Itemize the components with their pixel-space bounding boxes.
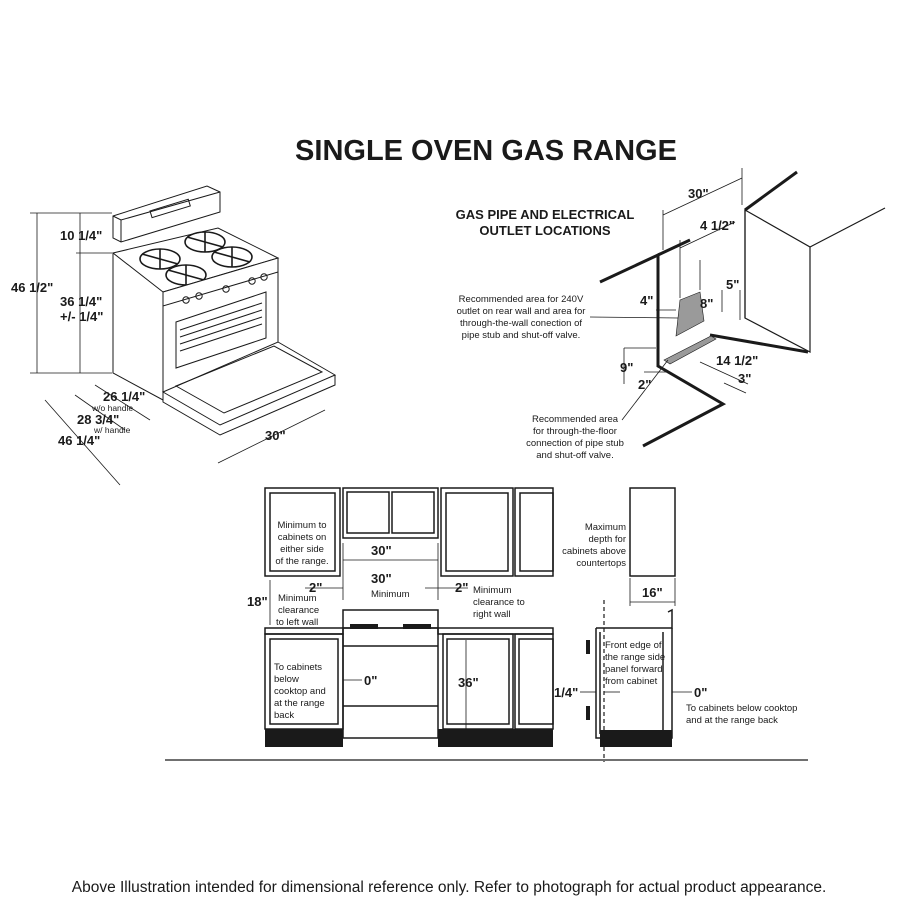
range-dimension-lines (30, 212, 326, 486)
svg-text:for through-the-floor: for through-the-floor (533, 426, 617, 437)
note-left-wall: Minimum clearance to left wall (276, 593, 319, 628)
gas-pipe-title-line2: OUTLET LOCATIONS (479, 223, 611, 238)
note-max-depth: Maximum depth for cabinets above counter… (562, 522, 626, 569)
dim-right-2: 2" (455, 580, 468, 595)
label-wo-handle: w/o handle (91, 403, 133, 413)
svg-text:and at the range back: and at the range back (686, 715, 778, 726)
dim-cooktop-height: 36 1/4" (60, 294, 102, 309)
gas-dim-9: 9" (620, 360, 633, 375)
gas-pipe-title-line1: GAS PIPE AND ELECTRICAL (456, 207, 635, 222)
svg-text:panel forward: panel forward (605, 664, 663, 675)
note-front-edge: Front edge of the range side panel forwa… (605, 640, 665, 687)
svg-text:To cabinets below cooktop: To cabinets below cooktop (686, 703, 797, 714)
note-cabinets-below-side: To cabinets below cooktop and at the ran… (686, 703, 797, 726)
dim-upper-30: 30" (371, 543, 392, 558)
svg-text:clearance: clearance (278, 605, 319, 616)
svg-text:the range side: the range side (605, 652, 665, 663)
gas-dim-3: 3" (738, 371, 751, 386)
svg-text:back: back (274, 710, 294, 721)
svg-text:of the range.: of the range. (275, 556, 328, 567)
gas-dim-30: 30" (688, 186, 709, 201)
svg-text:Front edge of: Front edge of (605, 640, 662, 651)
dim-range-width: 30" (265, 428, 286, 443)
dim-front-0: 0" (364, 673, 377, 688)
gas-pipe-diagram: 30" 4 1/2" 5" 8" 4" 9" 2" 14 1/2" 3" Rec… (457, 168, 886, 461)
svg-text:cabinets on: cabinets on (278, 532, 327, 543)
svg-text:connection of pipe stub: connection of pipe stub (526, 438, 624, 449)
dim-top-height: 10 1/4" (60, 228, 102, 243)
svg-text:Minimum to: Minimum to (277, 520, 326, 531)
svg-text:depth for: depth for (589, 534, 627, 545)
svg-text:cooktop and: cooktop and (274, 686, 326, 697)
dim-16: 16" (642, 585, 663, 600)
svg-text:either side: either side (280, 544, 324, 555)
svg-text:countertops: countertops (576, 558, 626, 569)
svg-text:at the range: at the range (274, 698, 325, 709)
note-min-cabinets: Minimum to cabinets on either side of th… (275, 520, 328, 567)
label-w-handle: w/ handle (93, 425, 131, 435)
svg-text:Maximum: Maximum (585, 522, 626, 533)
svg-text:outlet on rear wall and area f: outlet on rear wall and area for (457, 306, 586, 317)
svg-text:and shut-off valve.: and shut-off valve. (536, 450, 613, 461)
gas-dim-2: 2" (638, 377, 651, 392)
dim-1-4: 1/4" (554, 685, 578, 700)
wall-outlet-area (675, 291, 705, 337)
range-illustration (111, 185, 337, 436)
gas-dim-14-1-2: 14 1/2" (716, 353, 758, 368)
svg-text:clearance to: clearance to (473, 597, 525, 608)
note-wall-outlet: Recommended area for 240V outlet on rear… (457, 294, 586, 341)
dim-18: 18" (247, 594, 268, 609)
dim-min-30: 30" (371, 571, 392, 586)
svg-text:below: below (274, 674, 299, 685)
footer-disclaimer: Above Illustration intended for dimensio… (72, 879, 827, 896)
svg-text:pipe stub and shut-off valve.: pipe stub and shut-off valve. (462, 330, 581, 341)
svg-text:to left wall: to left wall (276, 617, 318, 628)
gas-dim-4: 4" (640, 293, 653, 308)
svg-text:cabinets above: cabinets above (562, 546, 626, 557)
dim-side-0: 0" (694, 685, 707, 700)
dim-total-height: 46 1/2" (11, 280, 53, 295)
dim-depth-door-open: 46 1/4" (58, 433, 100, 448)
svg-text:right wall: right wall (473, 609, 511, 620)
note-cabinets-below: To cabinets below cooktop and at the ran… (274, 662, 326, 721)
dim-36: 36" (458, 675, 479, 690)
svg-text:To cabinets: To cabinets (274, 662, 322, 673)
label-minimum: Minimum (371, 589, 410, 600)
gas-dim-8: 8" (700, 296, 713, 311)
dim-cooktop-tolerance: +/- 1/4" (60, 309, 103, 324)
installation-front-view: 30" 2" 30" Minimum 2" 18" 0" 36" Minimum… (165, 487, 808, 761)
svg-text:Recommended area for 240V: Recommended area for 240V (459, 294, 584, 305)
note-floor-pipe: Recommended area for through-the-floor c… (526, 414, 624, 461)
dim-left-2: 2" (309, 580, 322, 595)
floor-pipe-area (663, 335, 717, 365)
dim-depth-w-handle: 28 3/4" (77, 412, 119, 427)
gas-dim-4-1-2: 4 1/2" (700, 218, 735, 233)
svg-text:Minimum: Minimum (278, 593, 317, 604)
dim-depth-wo-handle: 26 1/4" (103, 389, 145, 404)
installation-side-view: 16" 1/4" 0" Maximum depth for cabinets a… (554, 487, 797, 762)
svg-text:through-the-wall conection of: through-the-wall conection of (460, 318, 582, 329)
svg-text:Recommended area: Recommended area (532, 414, 619, 425)
page-title: SINGLE OVEN GAS RANGE (295, 135, 677, 167)
gas-dim-5: 5" (726, 277, 739, 292)
note-right-wall: Minimum clearance to right wall (473, 585, 525, 620)
svg-text:from cabinet: from cabinet (605, 676, 658, 687)
svg-text:Minimum: Minimum (473, 585, 512, 596)
